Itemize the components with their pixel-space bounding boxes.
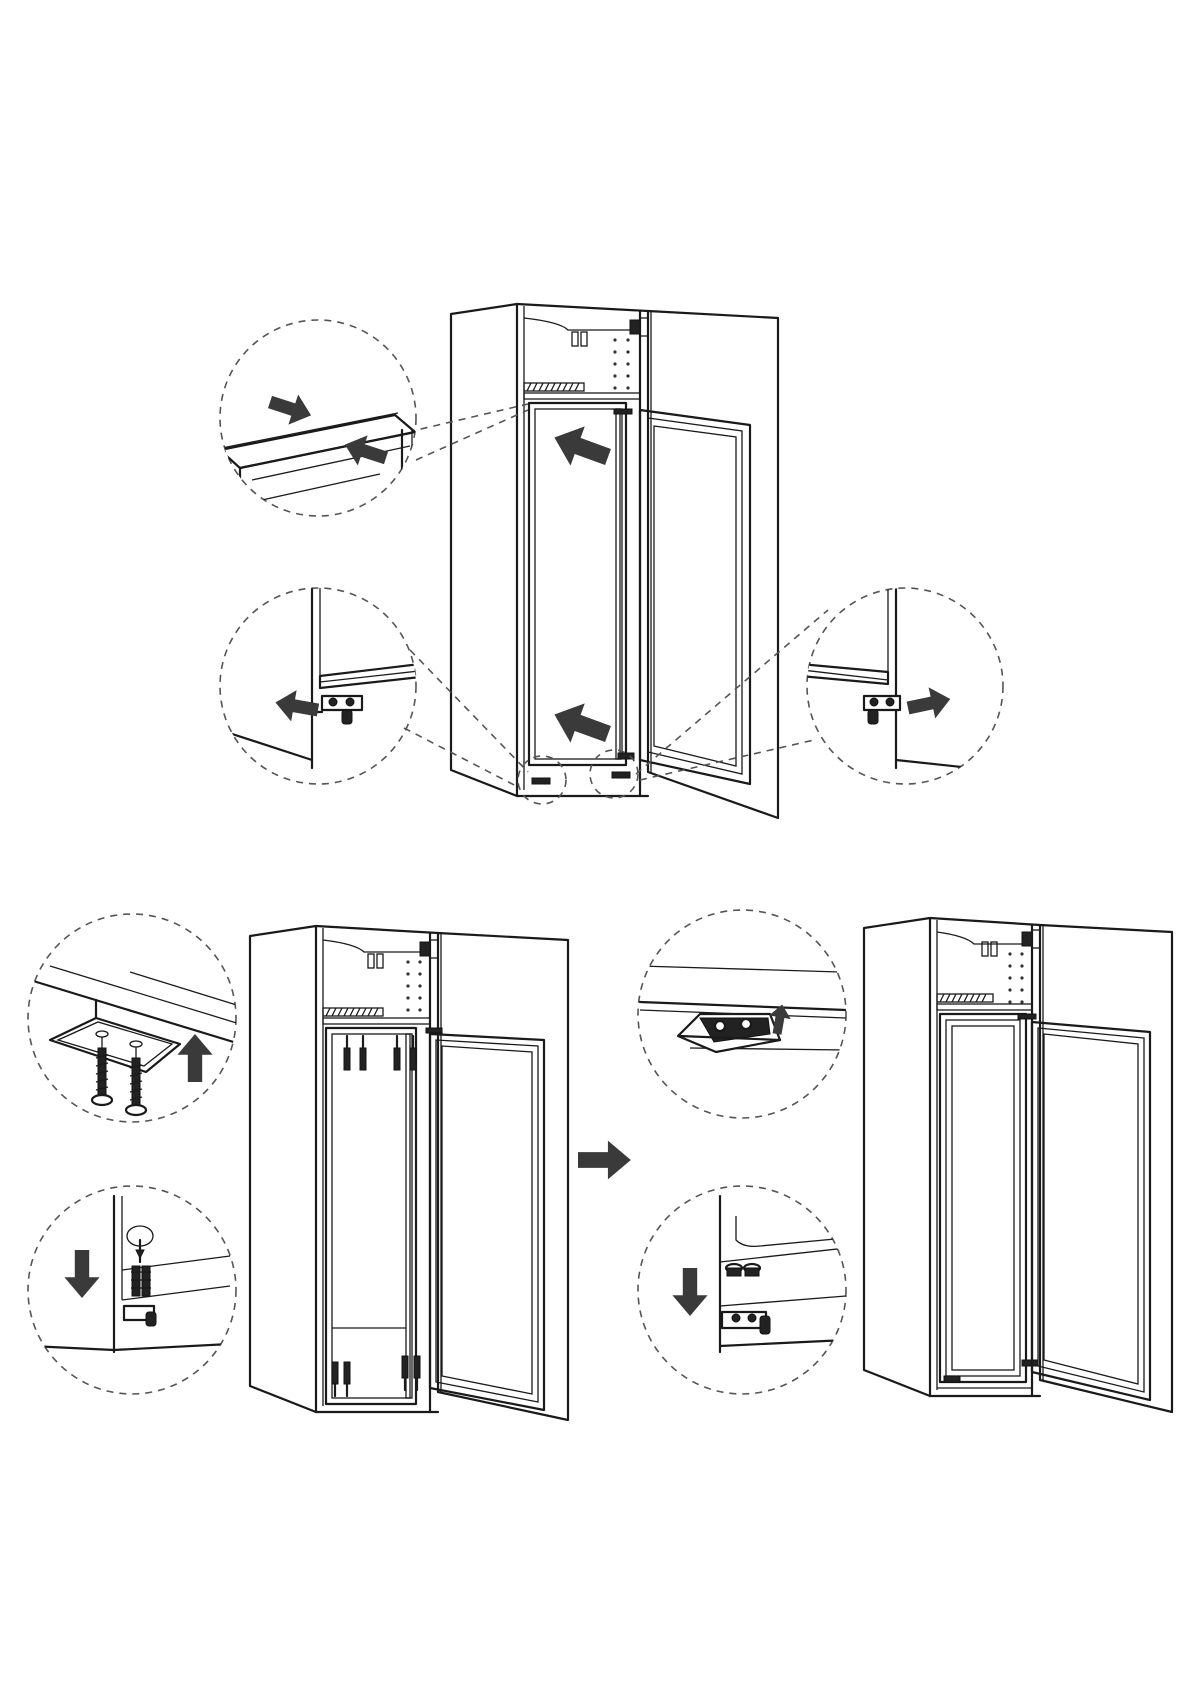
screw-icon	[332, 1356, 420, 1396]
detail-gap-circle	[220, 320, 528, 520]
detail-caps-circle	[638, 1186, 846, 1394]
detail-clip-circle	[638, 910, 846, 1118]
step-top	[220, 304, 1003, 818]
detail-screws-up-circle	[28, 914, 240, 1122]
screw-icon	[131, 1266, 151, 1296]
arrow-up-icon	[177, 1034, 212, 1082]
cabinet-top	[451, 304, 778, 818]
step-bottom-left	[28, 914, 568, 1420]
detail-screwdriver-circle	[28, 1186, 236, 1394]
step-bottom-right	[638, 910, 1172, 1412]
arrow-down-icon	[672, 1268, 707, 1316]
cabinet-bottom-right	[864, 918, 1172, 1412]
screwdriver-icon	[127, 1226, 153, 1262]
arrow-right-icon	[578, 1141, 631, 1180]
arrow-down-icon	[64, 1250, 99, 1298]
cap-icon	[726, 1264, 760, 1276]
detail-left-slider-circle	[220, 588, 528, 788]
screw-icon	[344, 1036, 416, 1070]
cabinet-bottom-left	[250, 926, 568, 1420]
